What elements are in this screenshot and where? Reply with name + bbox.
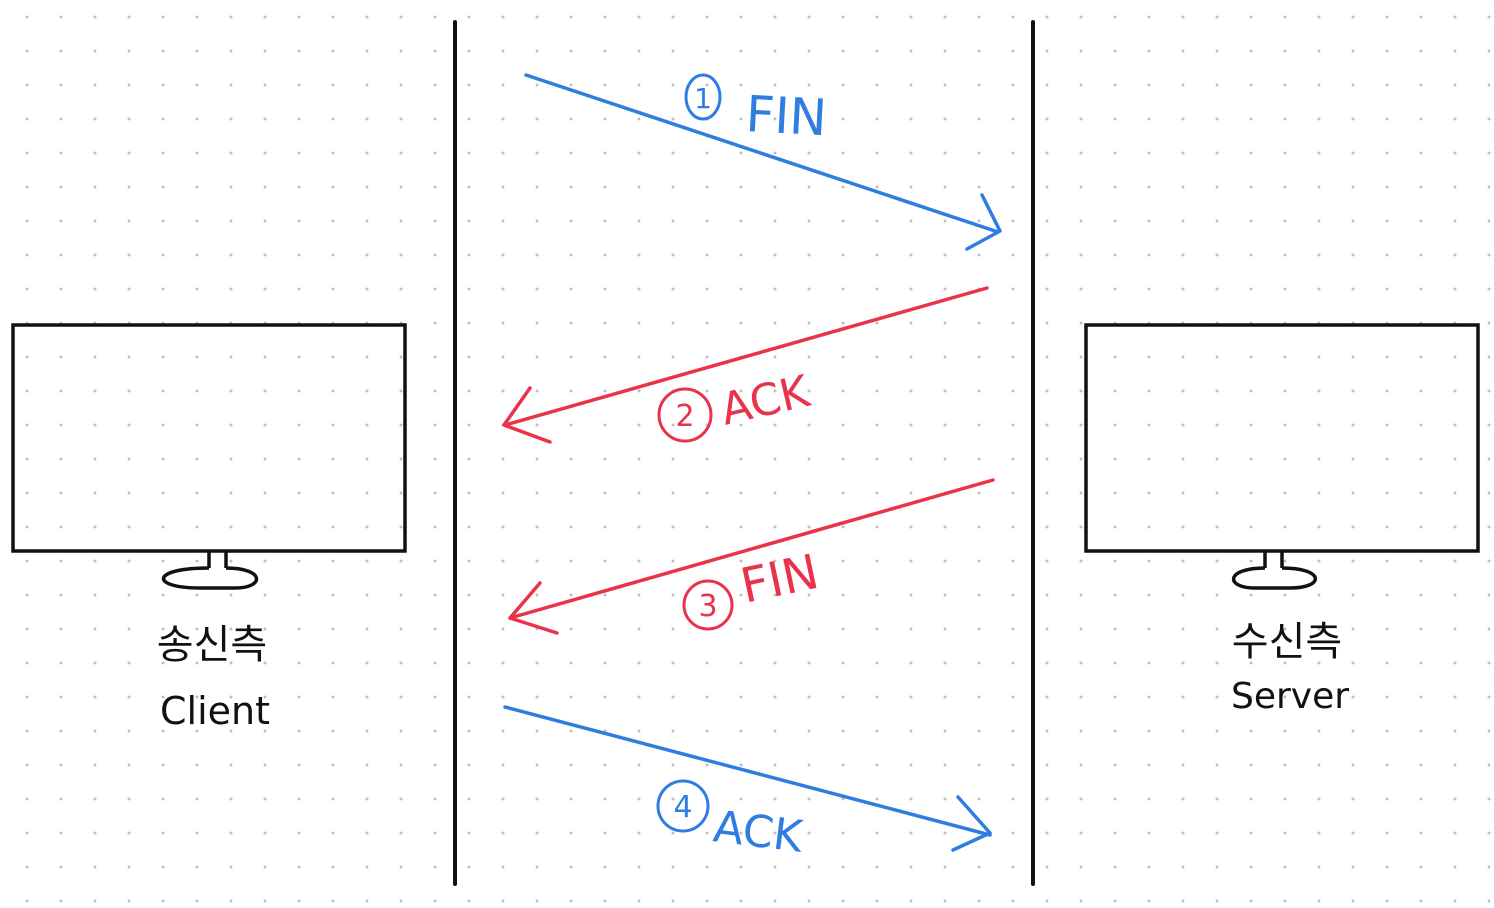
- step-4-number: 4: [673, 790, 692, 825]
- client-english-label: Client: [160, 689, 270, 733]
- message-2-label: 2 ACK: [657, 366, 815, 443]
- message-3-label: 3 FIN: [682, 544, 824, 631]
- step-1-number: 1: [694, 82, 712, 115]
- client-monitor-icon: [11, 323, 407, 590]
- client-korean-label: 송신측: [157, 622, 267, 668]
- server-english-label: Server: [1231, 676, 1349, 717]
- message-1-text: FIN: [744, 85, 828, 147]
- step-1-circle: [684, 73, 722, 121]
- message-3-fin-arrow: [508, 478, 995, 635]
- step-4-circle: [656, 779, 710, 833]
- message-4-text: ACK: [711, 801, 807, 863]
- message-4-label: 4 ACK: [656, 779, 807, 863]
- message-1-label: 1 FIN: [684, 73, 828, 147]
- message-3-text: FIN: [736, 544, 824, 615]
- step-2-circle: [657, 387, 713, 443]
- server-monitor-icon: [1084, 323, 1480, 590]
- message-2-text: ACK: [716, 366, 815, 436]
- message-1-fin-arrow: [524, 73, 1002, 251]
- message-2-ack-arrow: [502, 286, 989, 444]
- step-3-circle: [682, 579, 734, 631]
- server-korean-label: 수신측: [1232, 619, 1342, 665]
- message-4-ack-arrow: [503, 705, 992, 852]
- step-3-number: 3: [698, 589, 717, 624]
- step-2-number: 2: [675, 399, 694, 434]
